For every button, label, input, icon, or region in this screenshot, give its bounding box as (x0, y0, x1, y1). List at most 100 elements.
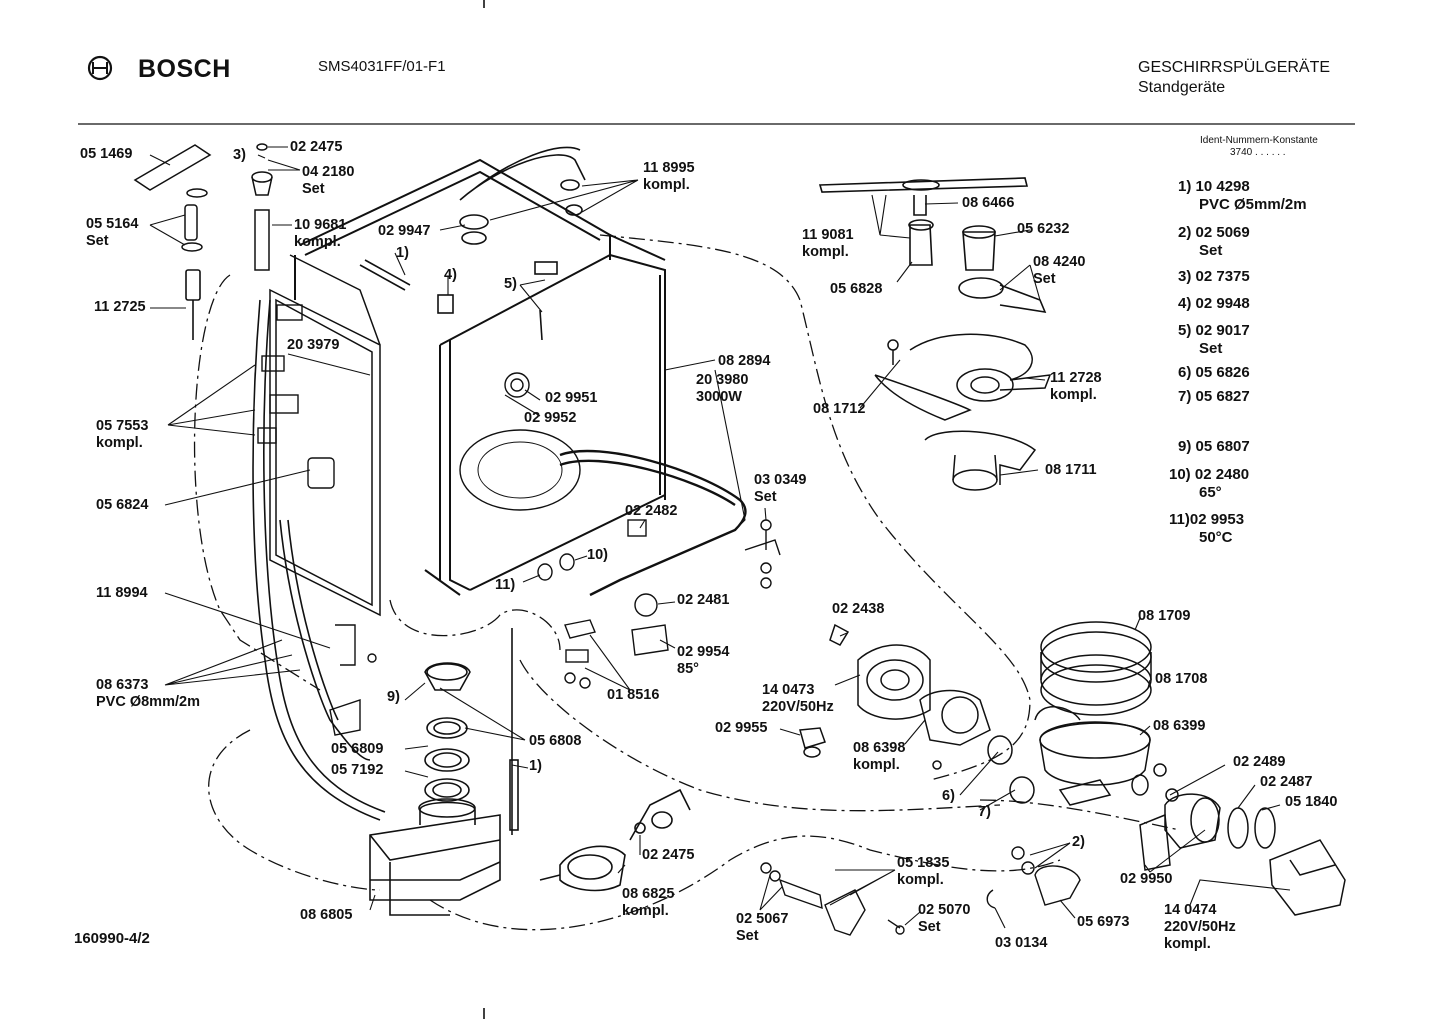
part-label: 08 6399 (1153, 718, 1206, 734)
ref-label: 10) (587, 547, 608, 563)
sump-assembly (369, 628, 519, 916)
drain-pump (539, 788, 691, 892)
part-label: Set (754, 489, 777, 505)
part-label: 220V/50Hz (762, 699, 834, 715)
part-label: 08 2894 (718, 353, 771, 369)
category-title: GESCHIRRSPÜLGERÄTE (1138, 59, 1331, 76)
part-label: 08 1711 (1045, 462, 1097, 478)
part-label: 05 6824 (96, 497, 149, 513)
part-label: 08 4240 (1033, 254, 1086, 270)
part-label: 02 2489 (1233, 754, 1286, 770)
part-label: 14 0474 (1164, 902, 1217, 918)
part-label: 05 7553 (96, 418, 149, 434)
part-label: 85° (677, 661, 699, 677)
ref-label: 9) (387, 689, 400, 705)
part-label: Set (1033, 271, 1056, 287)
part-label: 05 6808 (529, 733, 582, 749)
model-number: SMS4031FF/01-F1 (318, 58, 446, 75)
ref-label: 1) (396, 245, 409, 261)
part-label: 11 2728 (1050, 370, 1102, 386)
circulation-pump (799, 623, 1081, 804)
part-label: 08 6398 (853, 740, 906, 756)
part-label: 02 9952 (524, 410, 577, 426)
brand-name: BOSCH (138, 55, 231, 83)
part-label: 02 2438 (832, 601, 885, 617)
part-label: Set (736, 928, 759, 944)
part-label: 02 9954 (677, 644, 730, 660)
ref-label: 2) (1072, 834, 1085, 850)
bosch-logo-icon (87, 55, 113, 81)
ref-label: 1) (529, 758, 542, 774)
part-label: kompl. (294, 234, 341, 250)
part-label: 02 2482 (625, 503, 678, 519)
part-label: Set (918, 919, 941, 935)
part-label: 03 0349 (754, 472, 807, 488)
part-label: 02 2475 (642, 847, 695, 863)
part-label: 02 5070 (918, 902, 971, 918)
part-label: 08 1712 (813, 401, 866, 417)
part-label: 08 1709 (1138, 608, 1191, 624)
ref-label: 6) (942, 788, 955, 804)
part-label: 11 8995 (643, 160, 695, 176)
part-label: kompl. (96, 435, 143, 451)
part-label: 03 0134 (995, 935, 1048, 951)
part-label: 02 2487 (1260, 774, 1313, 790)
part-label: kompl. (622, 903, 669, 919)
part-label: kompl. (853, 757, 900, 773)
ref-label: 5) (504, 276, 517, 292)
part-label: 05 1840 (1285, 794, 1338, 810)
part-label: 20 3980 (696, 372, 749, 388)
subcategory-title: Standgeräte (1138, 79, 1226, 96)
note-3: 3) 02 7375 (1178, 268, 1250, 285)
upper-spray-arm (818, 177, 1047, 314)
part-label: 20 3979 (287, 337, 340, 353)
part-label: 14 0473 (762, 682, 815, 698)
part-label: kompl. (1050, 387, 1097, 403)
part-label: 02 9955 (715, 720, 768, 736)
part-label: 05 1469 (80, 146, 133, 162)
part-label: 08 1708 (1155, 671, 1208, 687)
part-label: Set (86, 233, 109, 249)
part-label: 11 2725 (94, 299, 146, 315)
side-panel (269, 254, 381, 617)
part-label: 02 2481 (677, 592, 730, 608)
part-label: 05 1835 (897, 855, 950, 871)
part-label: 05 7192 (331, 762, 384, 778)
part-label: 02 9951 (545, 390, 598, 406)
part-label: 10 9681 (294, 217, 347, 233)
part-label: 05 6973 (1077, 914, 1130, 930)
part-label: 11 9081 (802, 227, 854, 243)
part-label: 01 8516 (607, 687, 660, 703)
ident-value: 3740 . . . . . . (1230, 147, 1286, 158)
part-label: 11 8994 (96, 585, 148, 601)
part-label: 05 5164 (86, 216, 139, 232)
part-label: 05 6232 (1017, 221, 1070, 237)
part-label: PVC Ø8mm/2m (96, 694, 200, 710)
ref-label: 3) (233, 147, 246, 163)
part-label: 02 2475 (290, 139, 343, 155)
part-label: 220V/50Hz (1164, 919, 1236, 935)
note-4: 4) 02 9948 (1178, 295, 1250, 312)
part-label: 02 9947 (378, 223, 431, 239)
motor-assembly (1039, 621, 1346, 916)
ident-title: Ident-Nummern-Konstante (1200, 135, 1318, 146)
ref-label: 4) (444, 267, 457, 283)
part-label: 05 6828 (830, 281, 883, 297)
part-label: 05 6809 (331, 741, 384, 757)
part-label: Set (302, 181, 325, 197)
note-7: 7) 05 6827 (1178, 388, 1250, 405)
part-label: 04 2180 (302, 164, 355, 180)
ref-label: 11) (495, 577, 516, 593)
part-label: 08 6805 (300, 907, 353, 923)
tub-frame (294, 158, 666, 596)
part-label: 08 6373 (96, 677, 149, 693)
part-label: 3000W (696, 389, 742, 405)
part-label: kompl. (802, 244, 849, 260)
part-label: kompl. (643, 177, 690, 193)
part-label: 08 6825 (622, 886, 675, 902)
